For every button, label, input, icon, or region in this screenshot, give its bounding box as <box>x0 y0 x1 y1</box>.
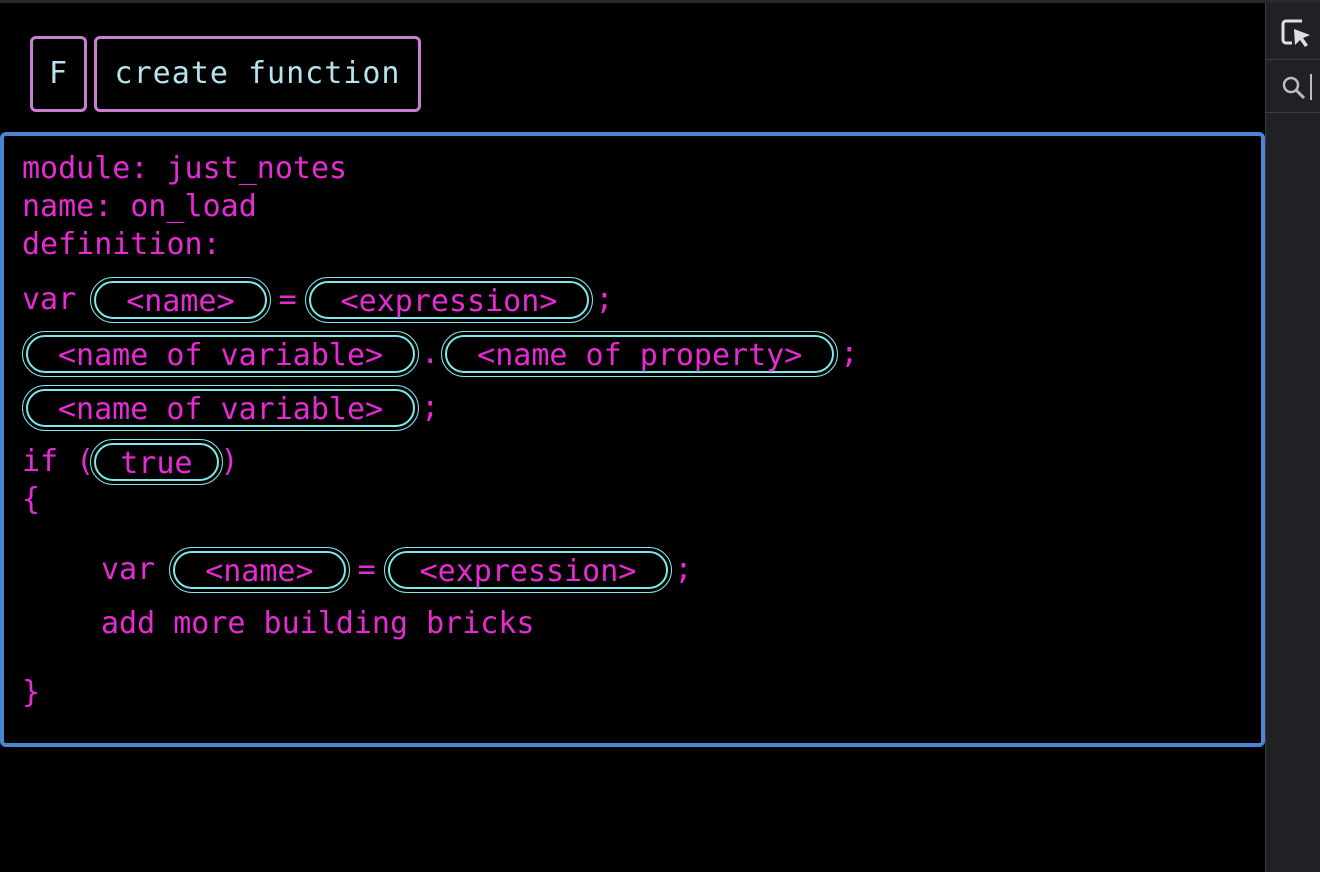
var-keyword: var <box>22 282 77 317</box>
semicolon: ; <box>674 552 693 587</box>
if-keyword: if ( <box>22 444 95 479</box>
equals-sign: = <box>278 282 297 317</box>
if-statement: if ( true ) <box>22 439 239 485</box>
equals-sign: = <box>357 552 376 587</box>
definition-text: definition: <box>22 227 221 262</box>
variable-name-slot[interactable]: <name of variable> <box>21 385 420 431</box>
name-slot[interactable]: <name> <box>90 277 271 323</box>
module-line: module: just_notes <box>22 150 347 188</box>
name-text: name: on_load <box>22 189 257 224</box>
definition-line: definition: <box>22 226 221 264</box>
search-input[interactable] <box>1310 74 1320 100</box>
devtools-toolbar <box>1266 3 1320 60</box>
add-more-bricks-link[interactable]: add more building bricks <box>101 606 535 641</box>
var-keyword: var <box>101 552 156 587</box>
property-access-statement: <name of variable> . <name of property> … <box>21 331 859 377</box>
name-line: name: on_load <box>22 188 257 226</box>
variable-name-slot[interactable]: <name of variable> <box>21 331 420 377</box>
expression-slot[interactable]: <expression> <box>304 277 594 323</box>
close-brace-line: } <box>22 674 40 712</box>
create-function-button[interactable]: create function <box>94 36 421 112</box>
semicolon: ; <box>595 282 614 317</box>
devtools-panel <box>1265 3 1320 872</box>
f-button[interactable]: F <box>30 36 87 112</box>
variable-statement: <name of variable> ; <box>21 385 440 431</box>
property-name-slot[interactable]: <name of property> <box>441 331 839 377</box>
expression-slot[interactable]: <expression> <box>383 547 673 593</box>
condition-slot[interactable]: true <box>90 439 223 485</box>
open-brace: { <box>22 482 41 517</box>
name-slot[interactable]: <name> <box>169 547 350 593</box>
semicolon: ; <box>421 390 440 425</box>
close-brace: } <box>22 675 41 710</box>
devtools-search-row <box>1266 60 1320 113</box>
function-editor: module: just_notes name: on_load definit… <box>0 132 1265 747</box>
close-paren: ) <box>220 444 239 479</box>
add-more-line: add more building bricks <box>101 605 534 643</box>
var-statement: var <name> = <expression> ; <box>22 277 614 323</box>
dot-operator: . <box>421 336 440 371</box>
open-brace-line: { <box>22 481 40 519</box>
inner-var-statement: var <name> = <expression> ; <box>101 547 693 593</box>
semicolon: ; <box>840 336 859 371</box>
module-text: module: just_notes <box>22 151 348 186</box>
inspect-element-icon[interactable] <box>1280 17 1314 51</box>
top-divider <box>0 0 1320 3</box>
search-icon[interactable] <box>1281 75 1307 101</box>
